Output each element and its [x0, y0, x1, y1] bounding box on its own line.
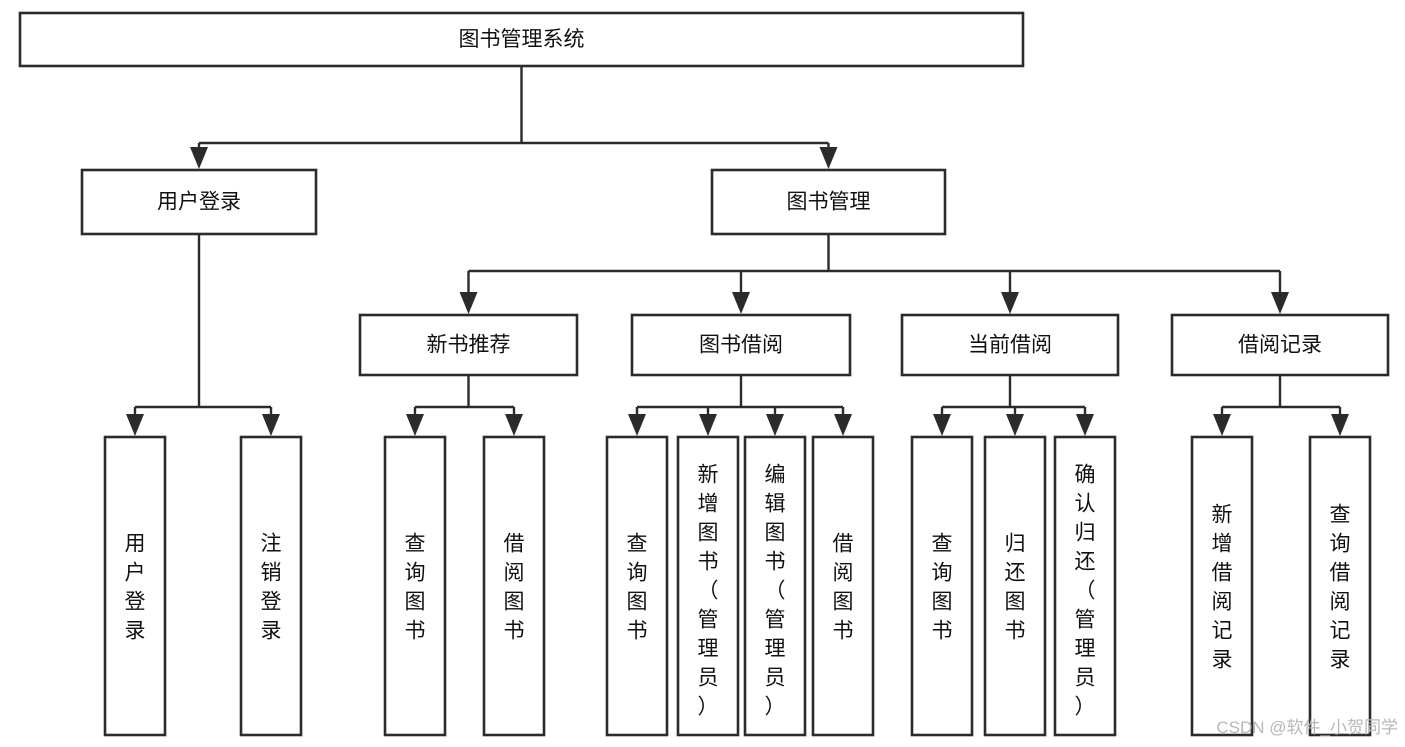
node-label-book-borrow: 图书借阅	[699, 334, 783, 357]
arrow-head-icon	[628, 414, 646, 436]
node-user-login[interactable]: 用户登录	[80, 168, 318, 236]
csdn-watermark: CSDN @软件_小贺同学	[1216, 718, 1398, 737]
arrow-head-icon	[406, 414, 424, 436]
node-current-borrow[interactable]: 当前借阅	[900, 313, 1120, 377]
arrow-head-icon	[459, 292, 478, 314]
arrow-head-icon	[699, 414, 717, 436]
node-label-borrow-record: 借阅记录	[1238, 334, 1322, 357]
arrow-head-icon	[505, 414, 523, 436]
node-box-leaf-borrow-books-recommend[interactable]	[482, 435, 546, 737]
node-label-book-management: 图书管理	[787, 191, 871, 214]
boxes-layer: 图书管理系统用户登录图书管理新书推荐图书借阅当前借阅借阅记录用户登录注销登录查询…	[18, 11, 1390, 737]
node-leaf-add-book-admin[interactable]: 新增图书（管理员）	[676, 435, 740, 737]
node-box-leaf-add-book-admin[interactable]	[676, 435, 740, 737]
node-label-leaf-return-book: 归还图书	[1005, 533, 1026, 643]
arrow-head-icon	[1076, 414, 1094, 436]
arrow-head-icon	[1006, 414, 1024, 436]
node-label-user-login: 用户登录	[157, 191, 241, 214]
node-box-book-management[interactable]	[710, 168, 947, 236]
arrow-head-icon	[1001, 292, 1019, 314]
node-box-leaf-edit-book-admin[interactable]	[743, 435, 807, 737]
node-new-book-recommend[interactable]: 新书推荐	[358, 313, 579, 377]
arrow-head-icon	[262, 414, 280, 436]
arrow-head-icon	[819, 147, 838, 169]
arrow-head-icon	[834, 414, 852, 436]
node-box-leaf-query-books-borrow[interactable]	[605, 435, 669, 737]
node-label-leaf-user-login: 用户登录	[125, 533, 146, 643]
node-root[interactable]: 图书管理系统	[18, 11, 1025, 68]
node-borrow-record[interactable]: 借阅记录	[1170, 313, 1390, 377]
node-label-leaf-confirm-return-admin: 确认归还（管理员）	[1075, 464, 1096, 719]
node-book-management[interactable]: 图书管理	[710, 168, 947, 236]
node-leaf-query-books-recommend[interactable]: 查询图书	[383, 435, 447, 737]
node-leaf-return-book[interactable]: 归还图书	[983, 435, 1047, 737]
node-box-user-login[interactable]	[80, 168, 318, 236]
node-leaf-logout-login[interactable]: 注销登录	[239, 435, 303, 737]
node-box-leaf-user-login[interactable]	[103, 435, 167, 737]
node-box-leaf-query-books-recommend[interactable]	[383, 435, 447, 737]
arrow-head-icon	[766, 414, 784, 436]
node-leaf-user-login[interactable]: 用户登录	[103, 435, 167, 737]
node-box-leaf-logout-login[interactable]	[239, 435, 303, 737]
node-box-current-borrow[interactable]	[900, 313, 1120, 377]
node-leaf-query-borrow-record[interactable]: 查询借阅记录	[1308, 435, 1372, 737]
node-label-leaf-borrow-book: 借阅图书	[833, 533, 854, 643]
node-label-leaf-query-books-recommend: 查询图书	[405, 533, 426, 643]
node-label-leaf-borrow-books-recommend: 借阅图书	[504, 533, 525, 643]
node-label-new-book-recommend: 新书推荐	[427, 334, 511, 357]
node-box-book-borrow[interactable]	[630, 313, 852, 377]
arrow-head-icon	[1213, 414, 1231, 436]
node-label-leaf-add-borrow-record: 新增借阅记录	[1212, 504, 1233, 672]
node-leaf-borrow-book[interactable]: 借阅图书	[811, 435, 875, 737]
arrow-head-icon	[126, 414, 144, 436]
node-label-leaf-edit-book-admin: 编辑图书（管理员）	[765, 464, 786, 719]
node-box-root[interactable]	[18, 11, 1025, 68]
node-book-borrow[interactable]: 图书借阅	[630, 313, 852, 377]
node-box-leaf-return-book[interactable]	[983, 435, 1047, 737]
node-label-leaf-query-borrow-record: 查询借阅记录	[1330, 504, 1351, 672]
node-leaf-borrow-books-recommend[interactable]: 借阅图书	[482, 435, 546, 737]
node-label-leaf-query-books-borrow: 查询图书	[627, 533, 648, 643]
node-leaf-confirm-return-admin[interactable]: 确认归还（管理员）	[1053, 435, 1117, 737]
node-label-current-borrow: 当前借阅	[968, 334, 1052, 357]
node-label-root: 图书管理系统	[459, 28, 585, 51]
node-leaf-query-books-current[interactable]: 查询图书	[910, 435, 974, 737]
node-box-leaf-add-borrow-record[interactable]	[1190, 435, 1254, 737]
node-label-leaf-logout-login: 注销登录	[261, 533, 282, 643]
arrow-head-icon	[732, 292, 750, 314]
arrow-head-icon	[1331, 414, 1349, 436]
arrow-head-icon	[190, 147, 208, 169]
arrow-head-icon	[1271, 292, 1289, 314]
node-box-new-book-recommend[interactable]	[358, 313, 579, 377]
arrow-head-icon	[933, 414, 951, 436]
node-box-leaf-confirm-return-admin[interactable]	[1053, 435, 1117, 737]
node-label-leaf-add-book-admin: 新增图书（管理员）	[698, 464, 719, 719]
node-leaf-query-books-borrow[interactable]: 查询图书	[605, 435, 669, 737]
node-label-leaf-query-books-current: 查询图书	[932, 533, 953, 643]
node-box-leaf-borrow-book[interactable]	[811, 435, 875, 737]
node-box-leaf-query-books-current[interactable]	[910, 435, 974, 737]
node-leaf-add-borrow-record[interactable]: 新增借阅记录	[1190, 435, 1254, 737]
node-box-leaf-query-borrow-record[interactable]	[1308, 435, 1372, 737]
node-box-borrow-record[interactable]	[1170, 313, 1390, 377]
connectors-layer	[126, 66, 1349, 436]
node-leaf-edit-book-admin[interactable]: 编辑图书（管理员）	[743, 435, 807, 737]
